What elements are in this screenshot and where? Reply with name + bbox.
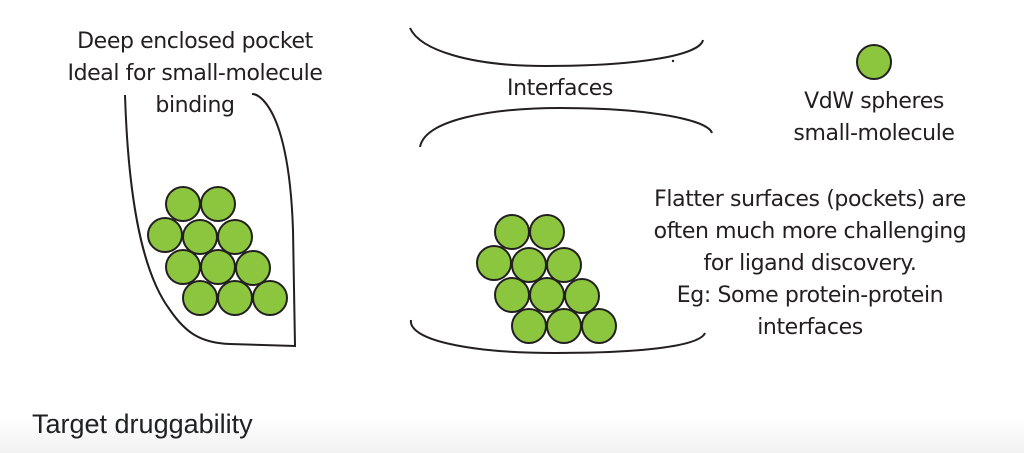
flat-surface-label: Flatter surfaces (pockets) are often muc…: [610, 184, 1010, 344]
vdw-sphere: [511, 247, 547, 283]
deep-pocket-label: Deep enclosed pocket Ideal for small-mol…: [40, 26, 350, 122]
deep-pocket-label-line: Deep enclosed pocket: [77, 29, 313, 54]
flat-surface-outline: [409, 319, 706, 355]
vdw-sphere: [165, 249, 201, 285]
slide-title: Target druggability: [32, 409, 253, 439]
left-pocket-spheres: [147, 186, 288, 316]
vdw-sphere: [182, 219, 218, 255]
vdw-sphere: [511, 308, 547, 344]
legend-label-line: VdW spheres: [804, 89, 944, 114]
flat-surface-spheres: [476, 214, 617, 344]
legend-label-line: small-molecule: [793, 121, 955, 146]
vdw-sphere: [581, 308, 617, 344]
flat-surface-label-line: often much more challenging: [653, 219, 967, 244]
stray-mark: [671, 59, 675, 63]
vdw-sphere: [546, 247, 582, 283]
flat-surface-label-line: Flatter surfaces (pockets) are: [654, 187, 966, 212]
flat-surface-label-line: interfaces: [757, 315, 863, 340]
vdw-sphere: [494, 214, 530, 250]
vdw-sphere: [529, 277, 565, 313]
flat-surface-label-line: for ligand discovery.: [703, 251, 917, 276]
interfaces-label: Interfaces: [507, 76, 613, 101]
vdw-sphere: [182, 280, 218, 316]
vdw-sphere: [529, 214, 565, 250]
vdw-sphere: [564, 278, 600, 314]
bottom-shade: [0, 417, 1024, 453]
vdw-sphere: [252, 280, 288, 316]
vdw-sphere: [217, 280, 253, 316]
legend-label: VdW spheres small-molecule: [764, 86, 984, 150]
vdw-sphere: [235, 250, 271, 286]
vdw-sphere: [147, 217, 183, 253]
vdw-sphere-legend-icon: [856, 44, 892, 80]
vdw-sphere: [165, 186, 201, 222]
interface-bottom-surface: [419, 106, 713, 148]
interface-top-surface: [409, 27, 704, 68]
deep-pocket-label-line: binding: [155, 93, 235, 118]
vdw-sphere: [494, 277, 530, 313]
vdw-sphere: [546, 308, 582, 344]
flat-surface-label-line: Eg: Some protein-protein: [676, 283, 944, 308]
vdw-sphere: [476, 245, 512, 281]
deep-pocket-outline: [124, 93, 297, 348]
vdw-sphere: [200, 186, 236, 222]
vdw-sphere: [200, 249, 236, 285]
deep-pocket-label-line: Ideal for small-molecule: [67, 61, 323, 86]
vdw-sphere: [217, 219, 253, 255]
